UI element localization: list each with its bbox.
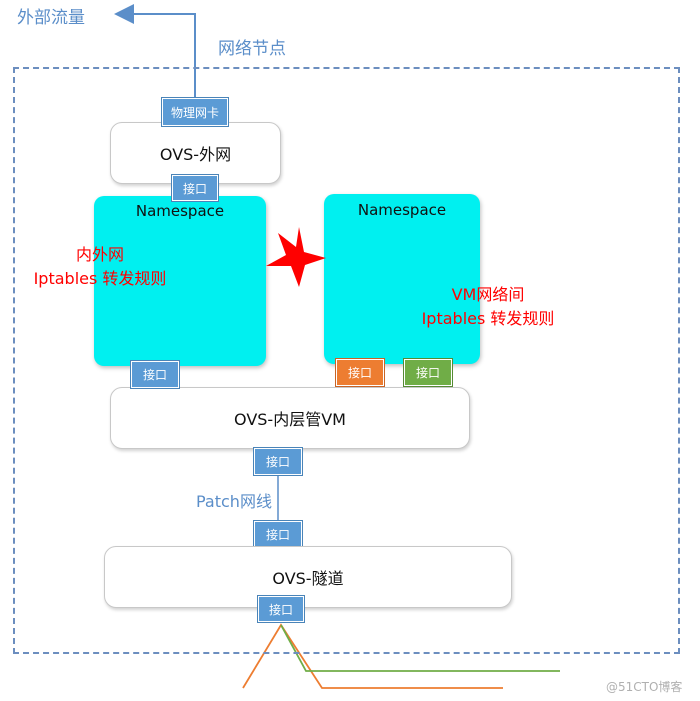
nat-rule-line1: 内外网 bbox=[75, 245, 124, 264]
vm-rule-text: VM网络间 Iptables 转发规则 bbox=[407, 283, 569, 331]
ovs-inner-vm-label: OVS-内层管VM bbox=[234, 410, 346, 429]
external-traffic-label: 外部流量 bbox=[17, 8, 85, 28]
nat-rule-text: 内外网 Iptables 转发规则 bbox=[20, 243, 180, 291]
watermark: @51CTO博客 bbox=[606, 680, 683, 694]
namespace-right-port-orange: 接口 bbox=[335, 358, 385, 387]
network-node-label: 网络节点 bbox=[218, 39, 286, 59]
ovs-tunnel-box: OVS-隧道 bbox=[104, 546, 512, 608]
tunnel-line-orange bbox=[242, 623, 503, 689]
star-icon bbox=[266, 227, 326, 287]
network-node-frame bbox=[13, 67, 680, 654]
nat-rule-line2: Iptables 转发规则 bbox=[33, 269, 167, 288]
ovs-tunnel-label: OVS-隧道 bbox=[272, 569, 344, 588]
namespace-left-label: Namespace bbox=[135, 202, 225, 220]
external-traffic-arrow bbox=[114, 4, 196, 98]
ovs-external-label: OVS-外网 bbox=[159, 145, 232, 164]
ovs-tunnel-top-port: 接口 bbox=[253, 520, 303, 549]
namespace-left-port: 接口 bbox=[130, 360, 180, 389]
ovs-inner-vm-port: 接口 bbox=[253, 447, 303, 476]
ovs-inner-vm-box: OVS-内层管VM bbox=[110, 387, 470, 449]
physical-nic-port: 物理网卡 bbox=[161, 97, 229, 127]
namespace-right-port-green: 接口 bbox=[403, 358, 453, 387]
tunnel-line-green bbox=[280, 624, 560, 672]
patch-cable-label: Patch网线 bbox=[196, 488, 272, 512]
vm-rule-line2: Iptables 转发规则 bbox=[421, 309, 555, 328]
namespace-right-label: Namespace bbox=[357, 201, 447, 219]
ovs-tunnel-bottom-port: 接口 bbox=[257, 595, 305, 623]
namespace-right: Namespace bbox=[324, 194, 480, 364]
vm-rule-line1: VM网络间 bbox=[451, 285, 525, 304]
ovs-external-port: 接口 bbox=[171, 174, 219, 202]
namespace-left: Namespace bbox=[94, 196, 266, 366]
